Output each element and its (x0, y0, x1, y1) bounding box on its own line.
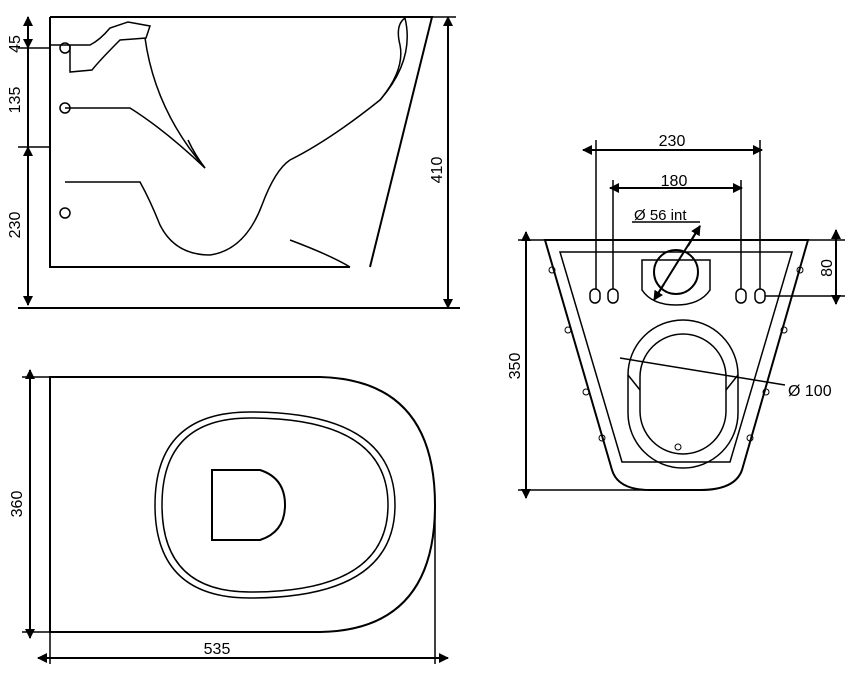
side-view-outline (49, 16, 434, 268)
fixing-hole (607, 288, 619, 304)
dim-height: 410 (429, 157, 446, 184)
fixing-hole (59, 207, 71, 219)
back-view-outline (543, 239, 810, 491)
side-view: 45 135 230 410 (7, 16, 460, 309)
inlet-arrow (653, 283, 665, 301)
dim-outlet-diameter: Ø 100 (788, 383, 832, 400)
fixing-hole (59, 102, 71, 114)
dim-outer-hole-spacing: 230 (659, 133, 686, 150)
fixing-hole (589, 288, 601, 304)
inlet-housing (641, 259, 711, 306)
dim-length: 535 (204, 641, 231, 658)
dim-bottom-offset: 230 (7, 212, 24, 239)
fixing-hole (754, 288, 766, 304)
dim-inner-hole-spacing: 180 (661, 173, 688, 190)
bowl-rim-outer (154, 411, 396, 599)
fixing-hole (59, 42, 71, 54)
inlet-opening (653, 249, 699, 295)
dim-middle-offset: 135 (7, 87, 24, 114)
outlet-shoulder (627, 374, 739, 391)
bowl-rim-inner (161, 417, 389, 593)
side-studs (548, 266, 804, 442)
drain-opening (211, 469, 287, 541)
dim-back-height: 350 (507, 353, 524, 380)
back-view: 230 180 Ø 56 int 80 350 Ø 100 (507, 133, 845, 499)
outlet-inner (639, 333, 727, 455)
dim-hole-height: 80 (819, 259, 836, 277)
drain-dot (674, 443, 682, 451)
top-view-outline (49, 376, 437, 633)
fixing-hole (735, 288, 747, 304)
dim-inlet-diameter: Ø 56 int (634, 207, 687, 224)
inlet-arrow (687, 225, 701, 247)
outlet-outer (627, 319, 739, 469)
dim-top-offset: 45 (7, 35, 24, 53)
outlet-leader (619, 357, 786, 386)
dim-width: 360 (9, 491, 26, 518)
top-view: 360 535 (9, 369, 449, 664)
back-view-inner (558, 251, 794, 463)
